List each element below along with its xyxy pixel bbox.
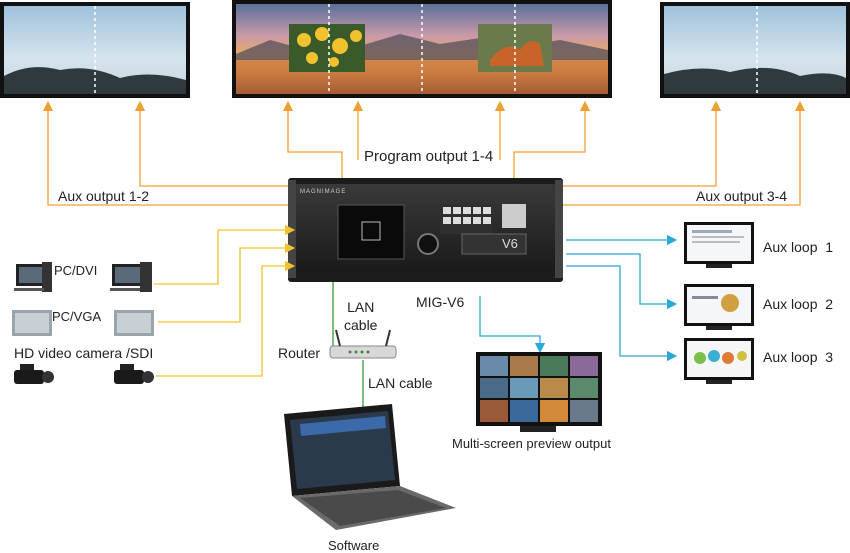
aux-loop-monitor-3 <box>684 338 754 384</box>
label-lan-cable-top: LAN cable <box>344 299 378 333</box>
label-aux-output-left: Aux output 1-2 <box>58 188 150 204</box>
label-software: Software <box>328 538 380 553</box>
aux-loop-monitor-1 <box>684 222 754 268</box>
program-display <box>232 0 612 98</box>
label-aux-output-right: Aux output 3-4 <box>696 188 788 204</box>
label-multi-screen-preview: Multi-screen preview output <box>452 436 611 451</box>
label-model: MIG-V6 <box>416 294 465 310</box>
router <box>329 329 397 359</box>
label-aux-loop-2: Aux loop 2 <box>763 296 834 312</box>
program-output-connectors <box>282 100 591 182</box>
software-laptop <box>284 404 456 530</box>
input-connectors <box>154 224 296 377</box>
multi-screen-preview-monitor <box>476 352 602 432</box>
pc-vga-source-a <box>12 310 52 336</box>
pc-vga-source-b <box>114 310 154 336</box>
label-program-output: Program output 1-4 <box>364 148 494 165</box>
hd-camera-source-b <box>114 364 154 384</box>
label-hd-camera: HD video camera /SDI <box>14 345 154 361</box>
label-pc-vga: PC/VGA <box>52 309 102 324</box>
device-brand: MAGNIMAGE <box>300 189 347 195</box>
label-pc-dvi: PC/DVI <box>54 263 98 278</box>
hd-camera-source-a <box>14 364 54 384</box>
aux-output-connectors <box>42 100 806 206</box>
label-router: Router <box>278 345 321 361</box>
label-aux-loop-3: Aux loop 3 <box>763 349 834 365</box>
aux-loop-connectors <box>566 234 678 362</box>
preview-connector <box>479 296 546 354</box>
device-badge: V6 <box>502 236 518 251</box>
aux-display-right <box>660 2 850 98</box>
pc-dvi-source-b <box>110 262 152 292</box>
pc-dvi-source-a <box>14 262 52 292</box>
aux-display-left <box>0 2 190 98</box>
label-lan-cable-bottom: LAN cable <box>368 375 433 391</box>
lan-connectors <box>332 282 364 408</box>
label-aux-loop-1: Aux loop 1 <box>763 239 834 255</box>
aux-loop-monitor-2 <box>684 284 754 330</box>
